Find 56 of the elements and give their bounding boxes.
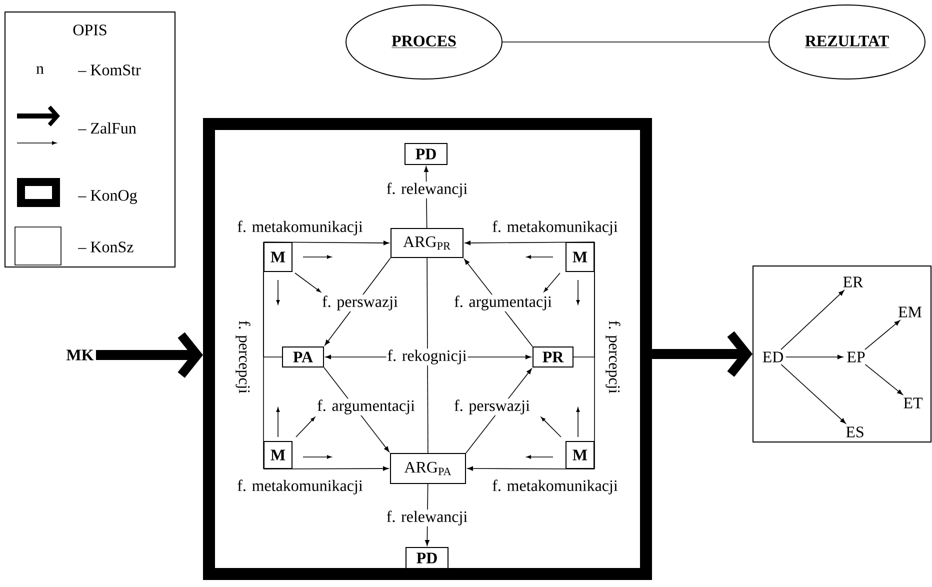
arrow <box>467 466 595 471</box>
edge-label: f. metakomunikacji <box>236 478 364 496</box>
edge-label: f. relewancji <box>385 510 469 526</box>
ellipse-node: REZULTAT <box>768 4 926 80</box>
legend-label: – KonSz <box>78 242 134 252</box>
arrow <box>464 240 595 246</box>
edge-label: f. perswazji <box>453 398 531 416</box>
node-label: ER <box>843 276 864 288</box>
node-label: MK <box>66 350 94 360</box>
connector-line <box>426 258 428 454</box>
edge-label: f. metakomunikacji <box>491 478 619 496</box>
arrow <box>780 364 846 424</box>
edge-label: f. metakomunikacji <box>236 220 364 236</box>
edge-label: f. metakomunikacji <box>491 220 619 236</box>
connector-line <box>573 272 595 358</box>
node-label: ET <box>904 398 923 408</box>
bold-box: M <box>566 441 594 469</box>
node-label: ED <box>762 352 784 362</box>
arrow <box>263 466 389 471</box>
arrow <box>785 354 844 360</box>
thick-arrow <box>652 331 752 377</box>
ellipse-node: PROCES <box>346 4 502 80</box>
edge-label: f. perswazji <box>321 294 399 312</box>
legend-title: OPIS <box>73 24 106 36</box>
edge-label: f. percepcji <box>604 319 622 395</box>
connector-line <box>263 242 264 470</box>
bold-box: M <box>566 242 594 272</box>
node-label: EM <box>898 306 922 318</box>
sample-letter: n <box>36 66 44 74</box>
arrow <box>780 290 844 350</box>
edge-label: f. rekognicji <box>386 348 468 366</box>
connector-line <box>263 272 282 358</box>
arrow <box>263 240 390 246</box>
bold-box: M <box>264 242 292 272</box>
edge-label: f. argumentacji <box>316 398 416 416</box>
edge-label: f. argumentacji <box>453 294 553 312</box>
legend-label: – KomStr <box>78 64 141 76</box>
arrow <box>864 320 900 350</box>
bold-box: PR <box>532 346 574 368</box>
thick-arrow <box>96 332 203 378</box>
result-frame <box>752 266 932 442</box>
legend-label: – KonOg <box>78 190 137 204</box>
node-label: EP <box>847 352 865 362</box>
node-label: ES <box>846 426 864 438</box>
arrow <box>864 364 903 395</box>
bold-box: PD <box>404 143 448 165</box>
edge-label: f. percepcji <box>234 319 252 395</box>
bold-box: PD <box>406 547 448 569</box>
argument-box: ARG$_{PA}$ <box>390 453 466 484</box>
connector-line <box>594 242 595 470</box>
edge-label: f. relewancji <box>385 182 469 198</box>
legend-label: – ZalFun <box>78 122 136 134</box>
argument-box: ARG$_{PR}$ <box>390 228 464 258</box>
bold-box: M <box>264 441 292 469</box>
thick-frame <box>203 118 652 580</box>
bold-box: PA <box>282 346 324 368</box>
